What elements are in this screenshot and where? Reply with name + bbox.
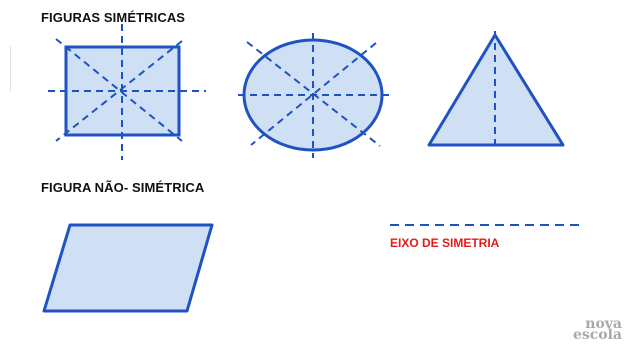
ellipse-diagonal-axis-2 [250, 42, 377, 146]
non-symmetric-figure-heading: FIGURA NÃO- SIMÉTRICA [41, 180, 205, 195]
left-divider [10, 46, 11, 92]
rectangle-diagonal-axis-1 [55, 38, 183, 142]
logo-line-2: escola [572, 327, 622, 343]
rectangle-diagonal-axis-2 [55, 40, 183, 142]
symmetric-figures-heading: FIGURAS SIMÉTRICAS [41, 10, 186, 25]
ellipse-diagonal-axis-1 [246, 41, 381, 147]
symmetry-axis-legend-label: EIXO DE SIMETRIA [390, 236, 500, 250]
parallelogram-shape [42, 223, 214, 313]
nova-escola-logo: nova escola [572, 316, 622, 343]
logo-line-1: nova [585, 316, 622, 332]
